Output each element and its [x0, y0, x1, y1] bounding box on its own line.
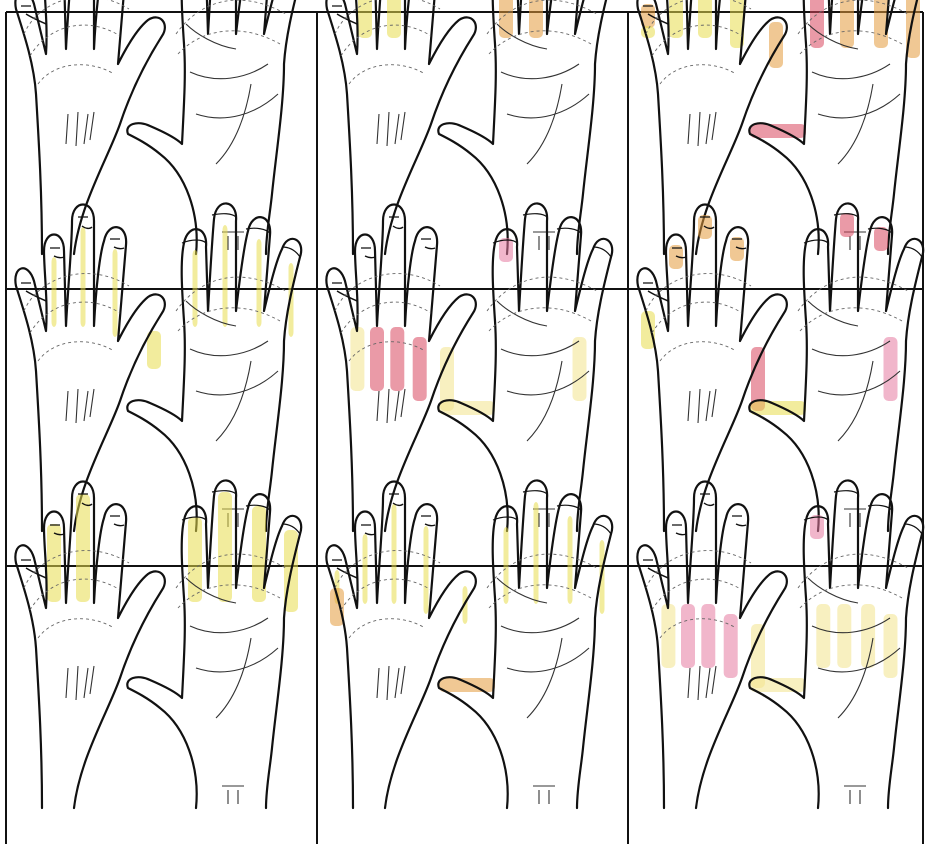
- shading-mark: [193, 250, 198, 327]
- shading-mark: [701, 604, 715, 668]
- shading-mark: [390, 327, 404, 391]
- shading-mark: [529, 0, 543, 38]
- shading-mark: [47, 524, 61, 602]
- hand-left-back: [637, 205, 787, 532]
- shading-mark: [837, 604, 851, 668]
- shading-mark: [424, 526, 429, 614]
- shading-mark: [750, 401, 806, 415]
- shading-mark: [52, 257, 57, 327]
- shading-mark: [861, 604, 875, 668]
- shading-mark: [661, 604, 675, 668]
- shading-mark: [257, 239, 262, 327]
- hand-left-back: [15, 482, 165, 809]
- panel-9: [637, 480, 923, 808]
- shading-mark: [816, 604, 830, 668]
- shading-mark: [750, 678, 806, 692]
- shading-mark: [840, 213, 854, 237]
- panel-8: [326, 480, 612, 808]
- shading-mark: [413, 337, 427, 401]
- hand-right-palm: [127, 480, 301, 808]
- shading-mark: [568, 516, 573, 604]
- shading-mark: [669, 0, 683, 38]
- shading-mark: [874, 227, 888, 251]
- shading-mark: [504, 527, 509, 604]
- shading-mark: [387, 0, 401, 38]
- shading-mark: [392, 504, 397, 604]
- hand-right-palm: [438, 480, 612, 808]
- shading-mark: [573, 337, 587, 401]
- shading-mark: [499, 238, 513, 262]
- shading-mark: [223, 225, 228, 327]
- shading-mark: [534, 502, 539, 604]
- hand-left-back: [326, 0, 476, 254]
- hand-left-back: [326, 205, 476, 532]
- shading-mark: [840, 0, 854, 48]
- panel-1: [15, 0, 301, 254]
- shading-mark: [884, 614, 898, 678]
- hand-left-back: [637, 482, 787, 809]
- hand-left-back: [326, 482, 476, 809]
- shading-mark: [698, 0, 712, 38]
- shading-mark: [113, 249, 118, 337]
- shading-mark: [358, 0, 372, 38]
- shading-mark: [439, 678, 495, 692]
- shading-mark: [884, 337, 898, 401]
- hand-right-palm: [749, 203, 923, 531]
- shading-mark: [681, 604, 695, 668]
- shading-mark: [750, 124, 806, 138]
- shading-mark: [350, 327, 364, 391]
- shading-mark: [439, 401, 495, 415]
- shading-mark: [810, 0, 824, 48]
- shading-mark: [769, 22, 783, 68]
- shading-mark: [499, 0, 513, 38]
- panel-5: [326, 203, 612, 531]
- shading-mark: [363, 534, 368, 604]
- hand-right-palm: [438, 203, 612, 531]
- shading-mark: [76, 494, 90, 602]
- panel-6: [637, 203, 923, 531]
- panel-2: [326, 0, 612, 254]
- shading-mark: [724, 614, 738, 678]
- panel-7: [15, 480, 301, 808]
- hand-left-back: [15, 205, 165, 532]
- hand-left-back: [15, 0, 165, 254]
- panel-3: [637, 0, 923, 254]
- shading-mark: [370, 327, 384, 391]
- shading-mark: [810, 515, 824, 539]
- panel-4: [15, 203, 301, 531]
- shading-mark: [81, 227, 86, 327]
- hand-right-palm: [749, 480, 923, 808]
